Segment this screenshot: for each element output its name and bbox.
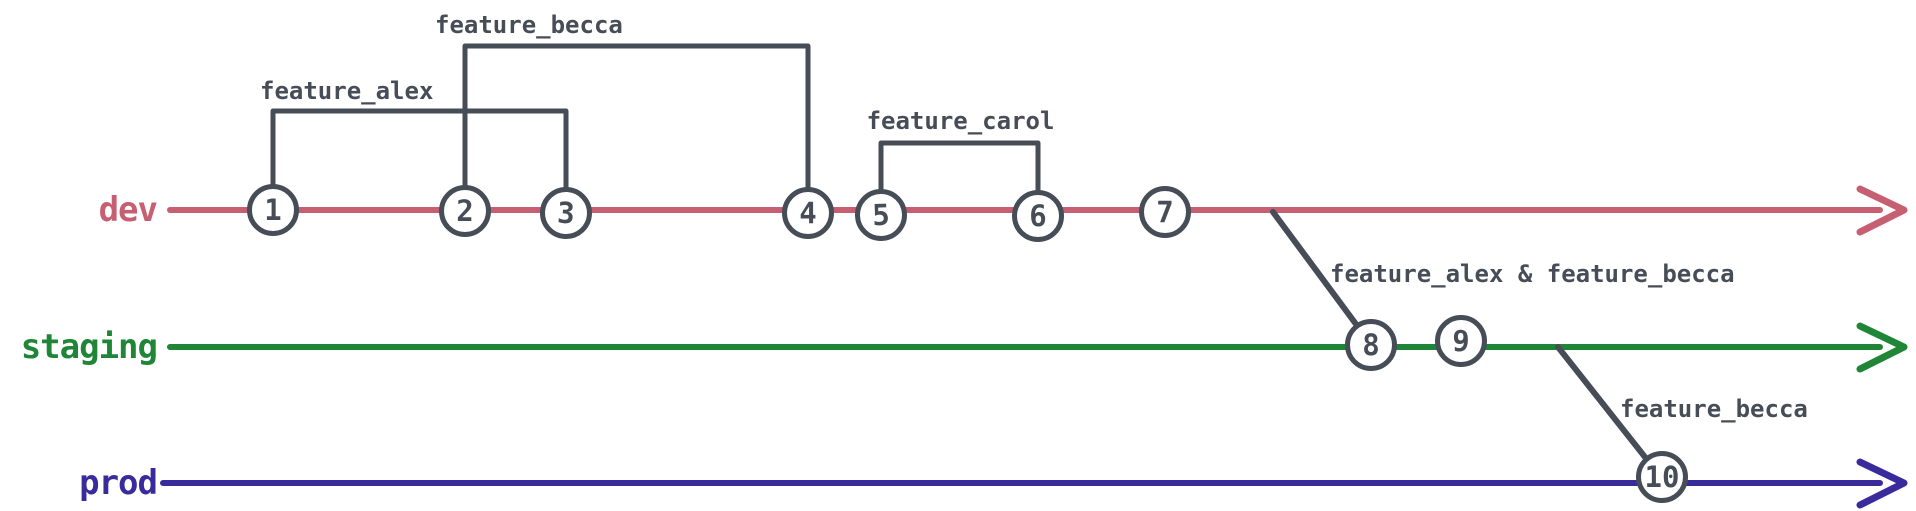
staging-arrowhead-icon (1856, 322, 1908, 373)
commit-number: 7 (1156, 195, 1174, 229)
commit-number: 9 (1451, 323, 1471, 359)
bracket-label-feature-becca: feature_becca (435, 11, 623, 39)
commit-number: 4 (799, 196, 817, 230)
commit-node-6: 6 (1012, 190, 1064, 242)
commit-number: 3 (556, 195, 576, 231)
prod-arrowhead-icon (1856, 458, 1908, 509)
feature-alex-bracket (270, 108, 569, 198)
commit-node-10: 10 (1636, 451, 1688, 503)
merge-label-dev-to-staging: feature_alex & feature_becca (1330, 260, 1735, 288)
feature-carol-bracket (878, 140, 1041, 201)
branch-label-staging: staging (20, 327, 158, 367)
branch-label-dev: dev (98, 190, 158, 230)
merge-label-staging-to-prod: feature_becca (1620, 395, 1808, 423)
commit-node-7: 7 (1139, 186, 1191, 238)
commit-number: 8 (1362, 328, 1380, 362)
commit-number: 2 (456, 194, 474, 228)
commit-number: 1 (264, 193, 282, 227)
commit-node-4: 4 (782, 187, 834, 239)
bracket-label-feature-carol: feature_carol (866, 107, 1055, 135)
commit-number: 6 (1029, 199, 1047, 233)
commit-number: 10 (1644, 460, 1680, 494)
merge-line-staging-to-prod (1555, 344, 1659, 474)
commit-node-2: 2 (439, 185, 491, 237)
branch-label-prod: prod (79, 463, 158, 503)
merge-line-dev-to-staging (1270, 209, 1370, 342)
bracket-label-feature-alex: feature_alex (260, 77, 434, 105)
commit-node-8: 8 (1345, 319, 1397, 371)
commit-node-1: 1 (247, 184, 299, 236)
dev-arrowhead-icon (1856, 185, 1908, 236)
feature-becca-bracket (462, 43, 811, 199)
commit-number: 5 (871, 197, 891, 233)
